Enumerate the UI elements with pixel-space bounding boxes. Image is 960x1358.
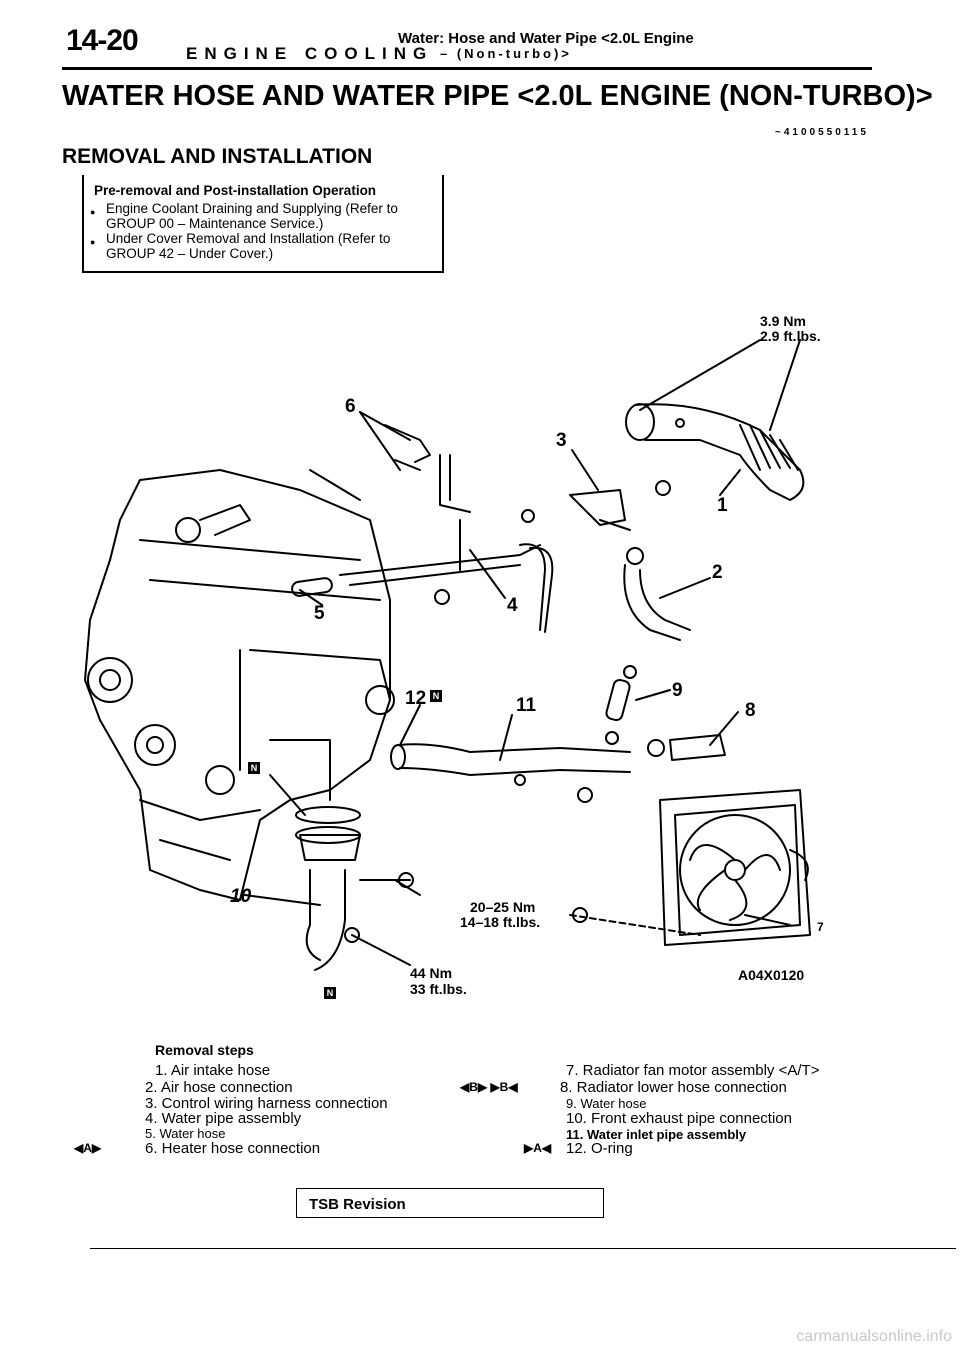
torque-mid-ft: 14–18 ft.lbs. bbox=[460, 914, 541, 930]
mark-b-icon: ◀B▶ ▶B◀ bbox=[460, 1080, 518, 1094]
header-subsection: – (Non-turbo)> bbox=[440, 46, 572, 61]
callout-12: 12 bbox=[405, 688, 427, 709]
torque-top-nm: 3.9 Nm bbox=[760, 313, 806, 329]
page-number: 14-20 bbox=[66, 24, 139, 57]
callout-8: 8 bbox=[745, 700, 756, 721]
step-item: 9. Water hose bbox=[566, 1096, 647, 1111]
step-item: 6. Heater hose connection bbox=[145, 1140, 321, 1157]
bullet-icon: ● bbox=[90, 207, 96, 217]
pre-removal-line: GROUP 42 – Under Cover.) bbox=[106, 246, 274, 261]
removal-steps-heading: Removal steps bbox=[155, 1042, 254, 1058]
callout-1: 1 bbox=[717, 495, 728, 516]
step-item: 1. Air intake hose bbox=[155, 1062, 271, 1079]
torque-bot-nm: 44 Nm bbox=[410, 965, 453, 981]
callout-2: 2 bbox=[712, 562, 723, 583]
step-item: 3. Control wiring harness connection bbox=[145, 1095, 388, 1112]
pre-removal-heading: Pre-removal and Post-installation Operat… bbox=[94, 183, 377, 198]
pre-removal-box: Pre-removal and Post-installation Operat… bbox=[82, 175, 444, 273]
bullet-icon: ● bbox=[90, 237, 96, 247]
callout-7: 7 bbox=[817, 920, 824, 934]
step-item: 8. Radiator lower hose connection bbox=[560, 1079, 787, 1096]
step-item: 12. O-ring bbox=[566, 1140, 633, 1157]
callout-9: 9 bbox=[672, 680, 683, 701]
footer-watermark: carmanualsonline.info bbox=[796, 1328, 952, 1345]
mark-a-icon: ▶A◀ bbox=[524, 1141, 552, 1155]
section-heading: REMOVAL AND INSTALLATION bbox=[62, 145, 373, 168]
callout-10: 10 bbox=[230, 886, 252, 907]
pre-removal-line: Under Cover Removal and Installation (Re… bbox=[106, 231, 391, 246]
n-mark-icon: N bbox=[248, 762, 260, 774]
n-mark-icon: N bbox=[430, 690, 442, 702]
header-topic: Water: Hose and Water Pipe <2.0L Engine bbox=[398, 30, 694, 47]
bottom-rule bbox=[90, 1248, 956, 1249]
n-mark-icon: N bbox=[324, 987, 336, 999]
torque-mid-nm: 20–25 Nm bbox=[470, 899, 536, 915]
callout-4: 4 bbox=[507, 595, 518, 616]
mark-a-icon: ◀A▶ bbox=[74, 1141, 102, 1155]
callout-3: 3 bbox=[556, 430, 567, 451]
page-title: WATER HOSE AND WATER PIPE <2.0L ENGINE (… bbox=[62, 80, 933, 112]
step-item: 5. Water hose bbox=[145, 1126, 226, 1141]
document-code: ~4100550115 bbox=[775, 127, 869, 138]
step-item: 10. Front exhaust pipe connection bbox=[566, 1110, 792, 1127]
pre-removal-line: Engine Coolant Draining and Supplying (R… bbox=[106, 201, 398, 216]
callout-6: 6 bbox=[345, 396, 356, 417]
tsb-revision-label: TSB Revision bbox=[309, 1196, 406, 1213]
torque-top-ft: 2.9 ft.lbs. bbox=[760, 328, 821, 344]
step-item: 11. Water inlet pipe assembly bbox=[566, 1127, 747, 1142]
step-item: 4. Water pipe assembly bbox=[145, 1110, 302, 1127]
step-item: 7. Radiator fan motor assembly <A/T> bbox=[566, 1062, 820, 1079]
step-item: 2. Air hose connection bbox=[145, 1079, 293, 1096]
pre-removal-line: GROUP 00 – Maintenance Service.) bbox=[106, 216, 324, 231]
figure-code: A04X0120 bbox=[738, 967, 805, 983]
callout-5: 5 bbox=[314, 603, 325, 624]
header-section: ENGINE COOLING bbox=[186, 44, 434, 63]
header-rule bbox=[62, 67, 872, 70]
callout-11: 11 bbox=[516, 695, 537, 716]
torque-bot-ft: 33 ft.lbs. bbox=[410, 981, 467, 997]
tsb-revision-box: TSB Revision bbox=[296, 1188, 604, 1218]
